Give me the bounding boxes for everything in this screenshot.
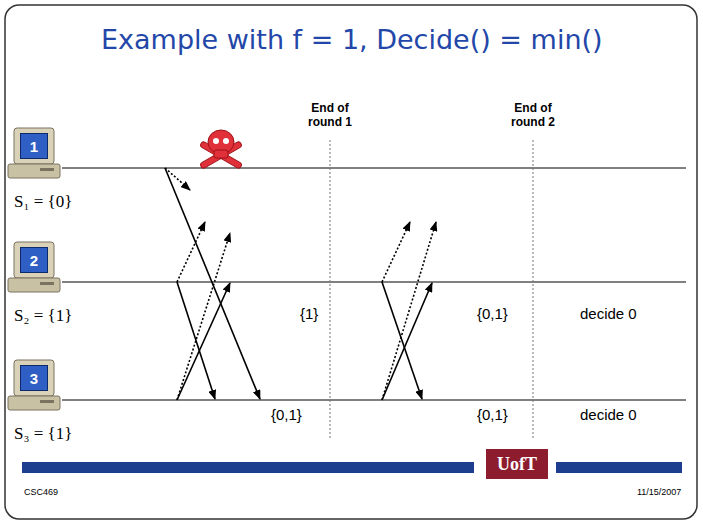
computer-icon xyxy=(8,128,60,178)
process-timeline xyxy=(62,282,686,283)
screen-number: 2 xyxy=(20,247,48,273)
process-timeline xyxy=(62,168,686,169)
round-boundary xyxy=(330,140,331,440)
initial-set: S₁ = {0} xyxy=(14,192,72,212)
initial-set: S₂ = {1} xyxy=(14,306,72,326)
slide-title: Example with f = 1, Decide() = min() xyxy=(101,24,603,55)
screen-number: 1 xyxy=(20,133,48,159)
computer-icon xyxy=(8,360,60,410)
slide-frame xyxy=(5,5,697,519)
footer-bar xyxy=(556,462,682,473)
initial-set: S₃ = {1} xyxy=(14,424,72,444)
round-marker: End of round 2 xyxy=(501,102,565,130)
value-set: {0,1} xyxy=(477,406,508,423)
value-set: {1} xyxy=(300,305,318,322)
value-set: {0,1} xyxy=(477,305,508,322)
round-marker: End of round 1 xyxy=(298,102,362,130)
decision: decide 0 xyxy=(580,305,637,322)
slide-date: 11/15/2007 xyxy=(637,487,681,497)
process-id: 1 xyxy=(30,138,38,155)
process-id: 3 xyxy=(30,370,38,387)
screen-number: 3 xyxy=(20,365,48,391)
process-timeline xyxy=(62,400,686,401)
crash-skull xyxy=(200,130,243,169)
decision: decide 0 xyxy=(580,406,637,423)
logo-text: UofT xyxy=(497,454,537,475)
round-boundary xyxy=(533,140,534,440)
computer-icon xyxy=(8,242,60,292)
logo-box xyxy=(486,449,548,479)
message-arrows xyxy=(165,168,436,400)
process-id: 2 xyxy=(30,252,38,269)
footer-bar xyxy=(22,462,474,473)
value-set: {0,1} xyxy=(271,406,302,423)
course-code: CSC469 xyxy=(24,487,58,497)
